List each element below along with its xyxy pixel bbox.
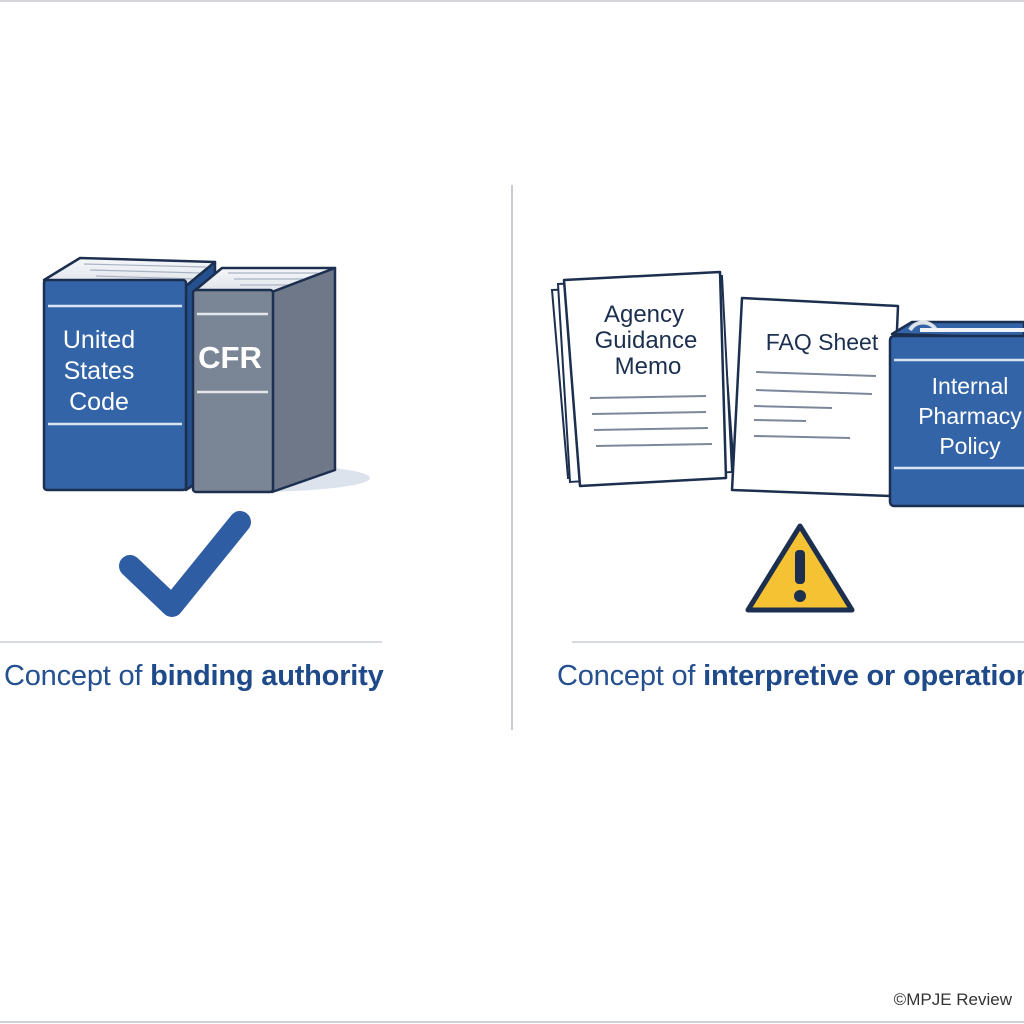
faq-sheet: FAQ Sheet <box>730 296 900 498</box>
agency-guidance-memo: Agency Guidance Memo <box>550 270 736 488</box>
caption-left-prefix: Concept of <box>4 660 151 692</box>
book-label-line-2: States <box>64 357 135 385</box>
memo-label-line-3: Memo <box>615 353 682 380</box>
cfr-label: CFR <box>198 340 262 375</box>
interpretive-caption: Concept of interpretive or operational a… <box>557 660 1024 693</box>
united-states-code-book: United States Code <box>42 256 217 492</box>
check-icon <box>119 511 251 617</box>
internal-pharmacy-policy-binder: Internal Pharmacy Policy <box>888 320 1024 508</box>
caption-left-emphasis: binding authority <box>150 660 384 692</box>
book-label-line-1: United <box>63 326 135 354</box>
bottom-border <box>0 1021 1024 1023</box>
top-border <box>0 0 1024 2</box>
binder-label-line-2: Pharmacy <box>918 403 1022 429</box>
caption-right-prefix: Concept of <box>557 660 704 692</box>
memo-label-line-1: Agency <box>604 301 684 328</box>
memo-label-line-2: Guidance <box>595 327 698 354</box>
books-group: United States Code CFR <box>42 256 370 494</box>
faq-label: FAQ Sheet <box>766 329 879 355</box>
cfr-book: CFR <box>191 266 337 494</box>
book-label-line-3: Code <box>69 388 129 416</box>
copyright-credit: ©MPJE Review <box>893 990 1012 1009</box>
binding-authority-caption: Concept of binding authority <box>4 660 384 693</box>
warning-icon <box>745 523 855 613</box>
documents-group: Agency Guidance Memo FAQ Sheet <box>550 270 1024 508</box>
binder-label-line-3: Policy <box>939 433 1001 459</box>
caption-right-emphasis: interpretive or operational ai <box>703 660 1024 692</box>
binder-label-line-1: Internal <box>932 373 1009 399</box>
